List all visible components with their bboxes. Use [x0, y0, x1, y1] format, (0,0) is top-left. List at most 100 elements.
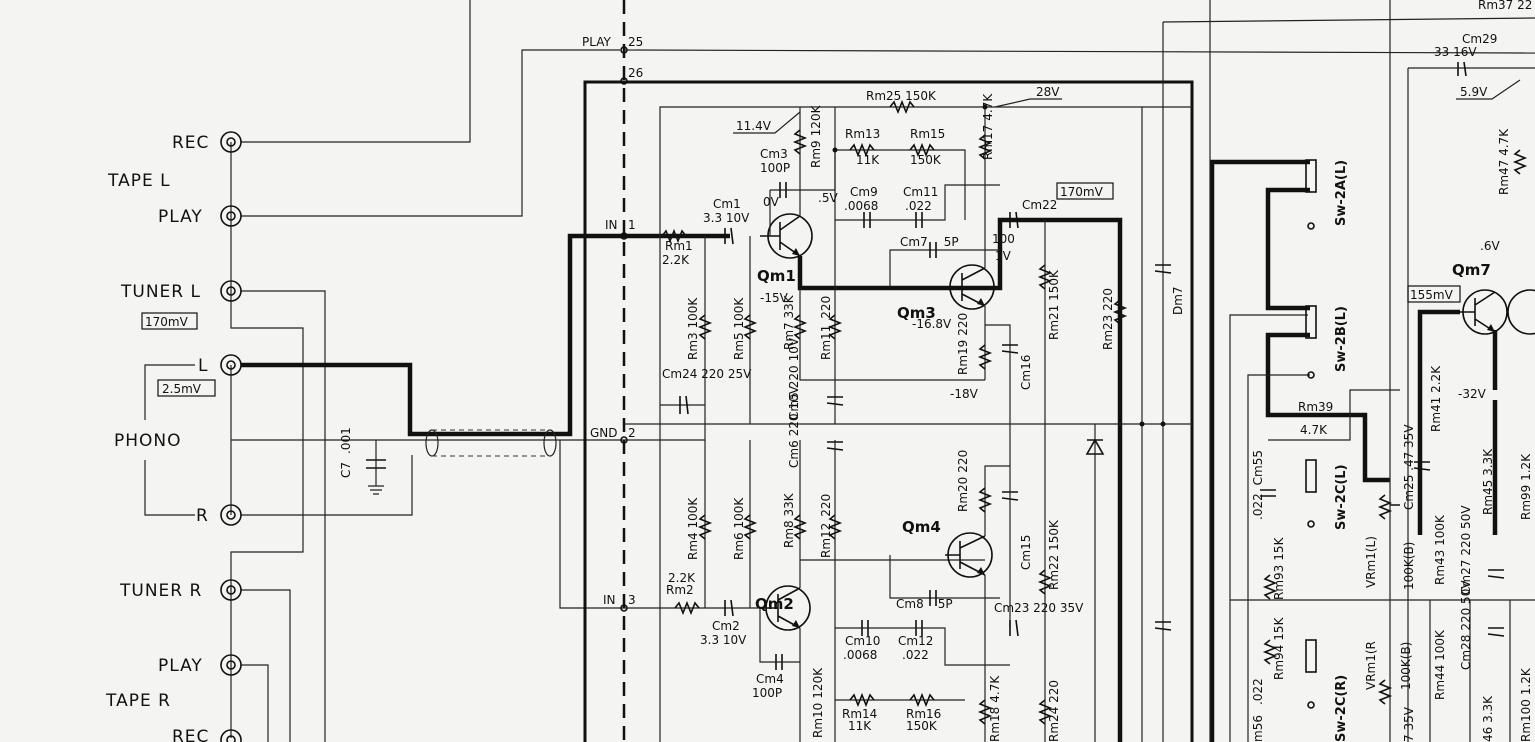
rm93-resistor — [1262, 574, 1278, 600]
label-cm55: Cm55.022 — [1251, 450, 1265, 520]
voltage-neg18v: -18V — [950, 387, 979, 401]
rm13-resistor — [849, 142, 875, 158]
cm55-capacitor — [1260, 489, 1276, 497]
label-cm25: Cm25 .47 35V — [1402, 424, 1416, 510]
label-cm56-val: .022 — [1251, 678, 1265, 705]
label-phono-level: 2.5mV — [162, 382, 202, 396]
label-pin25: 25 — [628, 35, 643, 49]
rm23-resistor — [1112, 299, 1128, 325]
cm7-capacitor — [929, 242, 937, 258]
label-rec-r: REC — [172, 727, 209, 742]
vrm1l-potentiometer — [1377, 494, 1400, 520]
label-qm2: Qm2 — [755, 595, 794, 613]
rm5-resistor — [742, 314, 758, 340]
label-cm28: Cm28220 50V — [1459, 580, 1473, 670]
cm6-capacitor — [826, 441, 844, 451]
rm15-resistor — [909, 142, 935, 158]
label-rm39-val: 4.7K — [1300, 423, 1328, 437]
qm3-transistor — [945, 264, 995, 310]
voltage-0v: 0V — [763, 195, 780, 209]
label-rm93: Rm9315K — [1272, 536, 1286, 600]
rm21-resistor — [1037, 264, 1053, 290]
rm6-resistor — [742, 514, 758, 540]
vrm1r-potentiometer — [1377, 679, 1393, 705]
rm7-resistor — [792, 314, 808, 340]
rca-jack-tuner-l — [220, 280, 242, 302]
rm25-resistor — [889, 99, 915, 115]
rm9-resistor — [792, 129, 808, 155]
label-cm9: Cm9.0068 — [844, 185, 878, 213]
label-rm17: Rm174.7K — [981, 93, 995, 160]
sw-2c-r-switch — [1305, 639, 1317, 709]
rm3-resistor — [697, 314, 713, 340]
cm5-capacitor — [826, 396, 844, 406]
label-vrm1r: VRm1(R — [1364, 641, 1378, 690]
dm7-diode — [1085, 438, 1105, 455]
c7-capacitor — [366, 459, 386, 495]
label-rm46: 46 3.3K — [1481, 695, 1495, 742]
cm23-capacitor — [1154, 264, 1172, 274]
qm7-transistor — [1460, 289, 1535, 335]
voltage-0-5v: .5V — [818, 191, 838, 205]
rm8-resistor — [792, 514, 808, 540]
label-rm11: Rm11220 — [819, 296, 833, 360]
label-in3: IN — [603, 593, 616, 607]
label-rm23: Rm23 220 — [1101, 288, 1115, 350]
cm27-capacitor — [1487, 569, 1505, 579]
label-rm10: Rm10120K — [811, 667, 825, 738]
label-rm44: Rm44 100K — [1433, 629, 1447, 700]
label-rm99: Rm99 1.2K — [1519, 453, 1533, 520]
rca-jack-rec-r — [220, 729, 242, 742]
cm22-capacitor — [679, 395, 689, 415]
label-cm14: Cm15 — [1019, 535, 1033, 570]
rm1-resistor — [661, 228, 687, 244]
out-level: 170mV — [1060, 185, 1104, 199]
sw-2a-l-switch — [1305, 159, 1317, 230]
tuner-l-level-box — [141, 312, 198, 330]
label-35v: 7 35V — [1402, 706, 1416, 742]
label-tape-l: TAPE L — [107, 171, 171, 191]
label-cm22: Cm24 220 25V — [662, 367, 752, 381]
rm20-resistor — [977, 487, 993, 513]
label-sw2cr: Sw-2C(R) — [1334, 675, 1349, 742]
cm28-capacitor — [1487, 627, 1505, 637]
rca-jack-rec-l — [220, 131, 242, 153]
label-rm4: Rm4 100K — [686, 497, 700, 560]
cm16-capacitor — [1009, 619, 1019, 637]
label-play-pin: PLAY — [582, 35, 611, 49]
label-phono: PHONO — [114, 431, 182, 451]
label-qm1: Qm1 — [757, 267, 796, 285]
label-cm6: Cm622010V — [787, 385, 801, 468]
rm12-resistor — [827, 514, 843, 540]
qm1-transistor — [760, 213, 813, 259]
cm29-capacitor — [1457, 61, 1467, 77]
label-rm43: Rm43 100K — [1433, 514, 1447, 585]
rca-jack-play-l — [220, 205, 242, 227]
shielded-cable — [425, 429, 557, 457]
rm4-resistor — [697, 514, 713, 540]
voltage-1v: 1V — [995, 249, 1012, 263]
label-cm27: Cm27220 50V — [1459, 505, 1473, 595]
rm24-resistor — [1037, 699, 1053, 725]
qm4-transistor — [945, 532, 993, 578]
label-play-r: PLAY — [158, 656, 203, 676]
label-rm2: Rm22.2K — [666, 571, 696, 597]
label-pin2: 2 — [628, 426, 636, 440]
label-cm10: Cm10.0068 — [843, 634, 880, 662]
label-qm3: Qm3 — [897, 304, 936, 322]
label-cm29: Cm29 — [1462, 32, 1497, 46]
cm13-capacitor — [1001, 344, 1019, 354]
label-rm3: Rm3 100K — [686, 297, 700, 360]
label-rm19: Rm19220 — [956, 313, 970, 375]
label-5-9v: 5.9V — [1460, 85, 1488, 99]
label-pin1: 1 — [628, 218, 636, 232]
label-tuner-l-level: 170mV — [145, 315, 189, 329]
rm14-resistor — [849, 692, 875, 708]
cm1-capacitor — [724, 227, 734, 245]
